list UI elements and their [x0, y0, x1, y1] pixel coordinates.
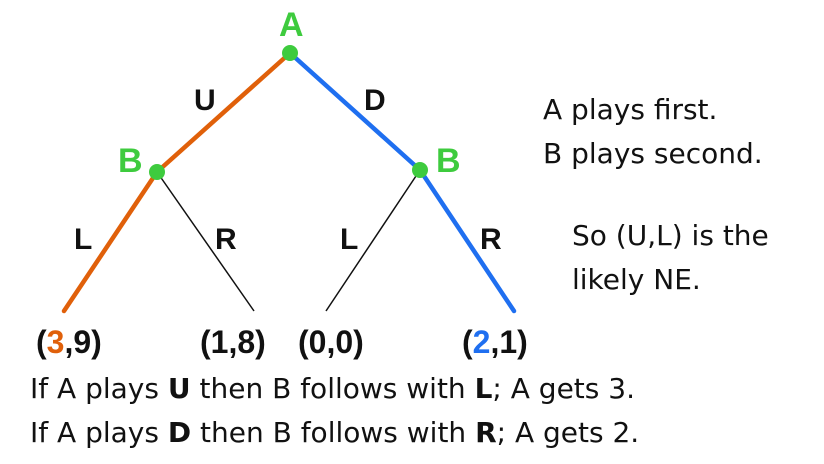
payoff-dr-first: 2 [473, 324, 491, 360]
payoff-dl-second: 0 [335, 324, 353, 360]
right-b-label: B [436, 142, 461, 180]
exp1-reply: L [474, 372, 493, 405]
payoff-ul: (3,9) [36, 324, 102, 360]
conclusion-line2: likely NE. [572, 263, 701, 296]
conclusion-line1: So (U,L) is the [572, 219, 769, 252]
conclusion-notes: So (U,L) is the likely NE. [572, 214, 769, 302]
exp1-move: U [167, 372, 191, 405]
exp2-pre: If A plays [30, 416, 168, 449]
payoff-dr: (2,1) [462, 324, 528, 360]
root-node [282, 45, 298, 61]
exp1-mid: then B follows with [190, 372, 475, 405]
edge-label-right-r: R [480, 223, 502, 256]
payoff-ul-close: ) [91, 324, 102, 360]
edge-label-right-l: L [340, 223, 358, 256]
explanation-line-1: If A plays U then B follows with L; A ge… [30, 372, 635, 405]
edge-d [287, 50, 423, 173]
order-notes: A plays first. B plays second. [543, 88, 763, 176]
left-b-node [149, 164, 165, 180]
payoff-ul-first: 3 [47, 324, 65, 360]
payoff-ur-first: 1 [211, 324, 229, 360]
edge-label-left-l: L [74, 223, 92, 256]
payoff-dr-close: ) [517, 324, 528, 360]
exp2-move: D [167, 416, 192, 449]
edge-label-d: D [364, 84, 386, 117]
payoff-dr-sep: , [490, 324, 499, 360]
left-b-label: B [118, 142, 143, 180]
edge-label-left-r: R [215, 223, 237, 256]
exp2-mid: then B follows with [191, 416, 476, 449]
root-label: A [279, 6, 304, 44]
payoff-dl-close: ) [353, 324, 364, 360]
payoff-dl-first: 0 [309, 324, 327, 360]
edge-left-r [156, 171, 255, 312]
edge-left-l [61, 169, 160, 314]
edge-label-u: U [194, 84, 216, 117]
payoff-ul-second: 9 [73, 324, 91, 360]
explanation-line-2: If A plays D then B follows with R; A ge… [30, 416, 639, 449]
edge-right-l [325, 169, 421, 312]
edge-right-r [417, 167, 517, 314]
payoff-ur: (1,8) [200, 324, 266, 360]
exp1-post: ; A gets 3. [492, 372, 635, 405]
payoff-ul-sep: , [64, 324, 73, 360]
edge-u [154, 50, 293, 175]
payoff-ur-sep: , [228, 324, 237, 360]
payoff-ur-open: ( [200, 324, 211, 360]
payoff-dr-second: 1 [499, 324, 517, 360]
payoff-dl-sep: , [326, 324, 335, 360]
payoff-ur-close: ) [255, 324, 266, 360]
payoff-ul-open: ( [36, 324, 47, 360]
exp2-reply: R [475, 416, 497, 449]
note-a-first: A plays first. [543, 93, 718, 126]
payoff-ur-second: 8 [237, 324, 255, 360]
note-b-second: B plays second. [543, 137, 763, 170]
right-b-node [412, 162, 428, 178]
payoff-dl-open: ( [298, 324, 309, 360]
payoff-dr-open: ( [462, 324, 473, 360]
exp1-pre: If A plays [30, 372, 168, 405]
exp2-post: ; A gets 2. [496, 416, 640, 449]
payoff-dl: (0,0) [298, 324, 364, 360]
